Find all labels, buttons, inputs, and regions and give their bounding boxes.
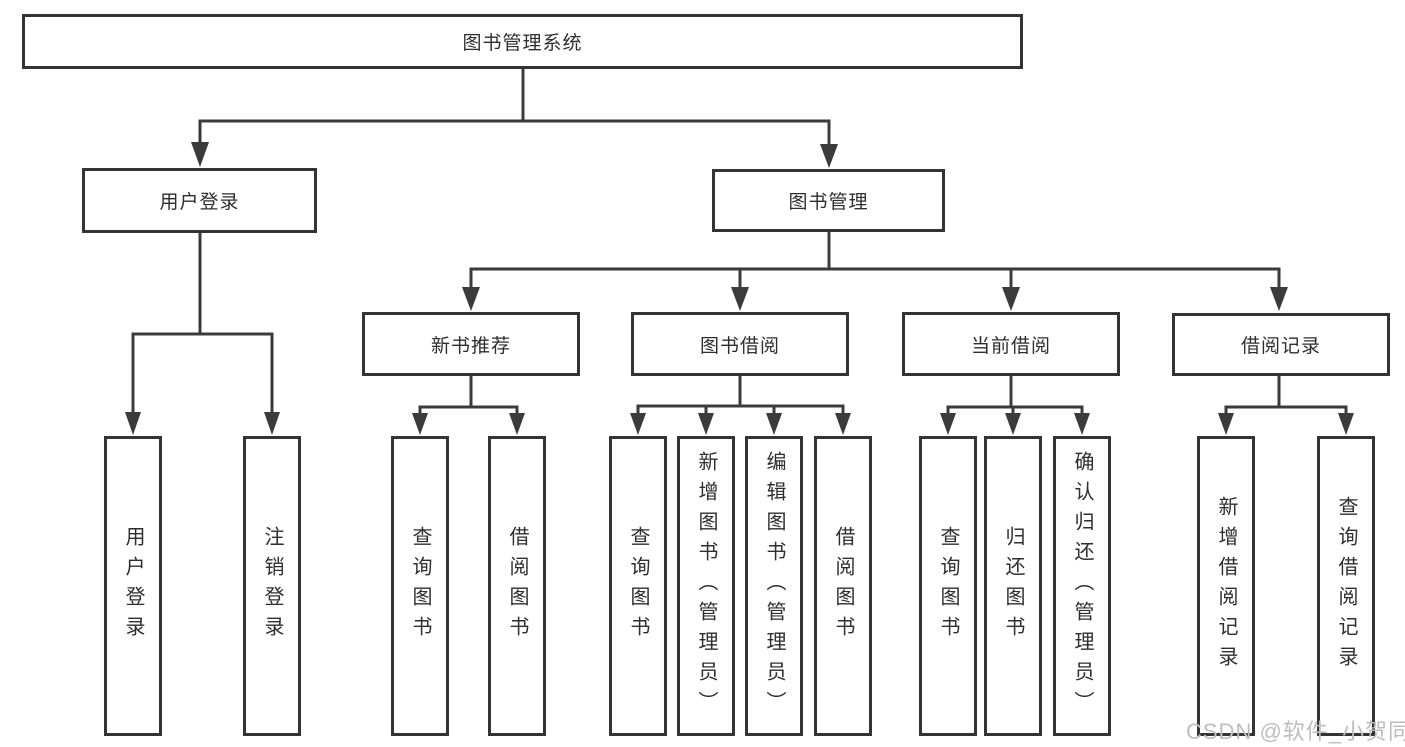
leaf-confirm-return-admin-label: 确认归还（管理员） [1071,451,1093,721]
leaf-return-books-label: 归还图书 [1002,526,1024,646]
leaf-confirm-return-admin: 确认归还（管理员） [1053,436,1111,736]
leaf-add-borrow-record-label: 新增借阅记录 [1215,496,1237,676]
leaf-recommend-query-books-label: 查询图书 [409,526,431,646]
node-new-book-recommend: 新书推荐 [362,312,580,376]
node-user-login-label: 用户登录 [159,192,240,213]
leaf-logout-label: 注销登录 [261,526,283,646]
leaf-borrow-books: 借阅图书 [814,436,872,736]
leaf-recommend-query-books: 查询图书 [391,436,449,736]
leaf-add-borrow-record: 新增借阅记录 [1197,436,1255,736]
node-book-management: 图书管理 [712,169,945,232]
node-book-borrow-label: 图书借阅 [699,335,780,357]
node-user-login: 用户登录 [82,168,317,233]
node-current-borrow: 当前借阅 [902,312,1120,376]
watermark: CSDN @软件_小贺同学 [1186,719,1405,744]
node-root: 图书管理系统 [22,14,1023,69]
node-new-book-recommend-label: 新书推荐 [430,335,511,357]
node-borrow-records-label: 借阅记录 [1240,336,1321,357]
leaf-borrow-query-books-label: 查询图书 [627,526,649,646]
leaf-recommend-borrow-books-label: 借阅图书 [506,526,528,646]
leaf-return-books: 归还图书 [984,436,1042,736]
leaf-recommend-borrow-books: 借阅图书 [488,436,546,736]
leaf-logout: 注销登录 [243,436,301,736]
node-root-label: 图书管理系统 [462,33,583,54]
leaf-add-books-admin: 新增图书（管理员） [677,436,735,736]
node-book-borrow: 图书借阅 [631,312,849,376]
node-borrow-records: 借阅记录 [1172,313,1390,376]
leaf-borrow-query-books: 查询图书 [609,436,667,736]
leaf-borrow-books-label: 借阅图书 [832,526,854,646]
leaf-current-query-books-label: 查询图书 [937,526,959,646]
leaf-user-login: 用户登录 [104,436,162,736]
leaf-add-books-admin-label: 新增图书（管理员） [695,451,717,721]
leaf-query-borrow-record-label: 查询借阅记录 [1335,496,1357,676]
leaf-edit-books-admin: 编辑图书（管理员） [745,436,803,736]
node-book-management-label: 图书管理 [788,192,869,213]
leaf-query-borrow-record: 查询借阅记录 [1317,436,1375,736]
leaf-current-query-books: 查询图书 [919,436,977,736]
leaf-edit-books-admin-label: 编辑图书（管理员） [763,451,785,721]
leaf-user-login-label: 用户登录 [122,526,144,646]
node-current-borrow-label: 当前借阅 [970,335,1051,357]
